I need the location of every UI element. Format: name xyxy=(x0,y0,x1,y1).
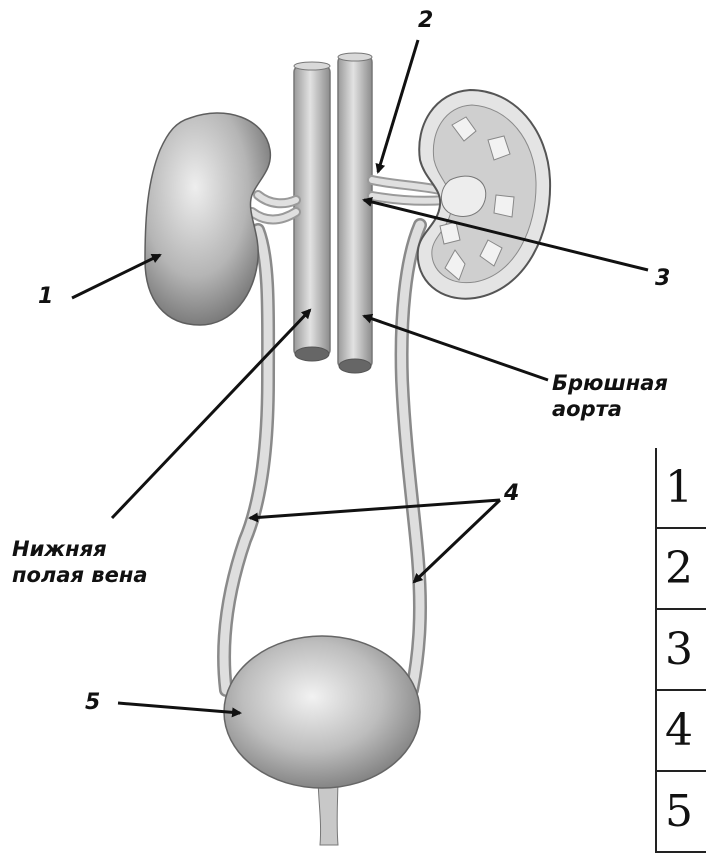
aorta-caption: Брюшная аорта xyxy=(552,370,668,422)
vena-cava-caption-line-2: полая вена xyxy=(12,562,148,588)
answer-row-number: 3 xyxy=(656,609,706,690)
answer-row: 4 xyxy=(656,690,706,771)
label-1: 1 xyxy=(38,286,53,308)
answer-row-number: 1 xyxy=(656,448,706,528)
aorta-caption-line-1: Брюшная xyxy=(552,370,668,396)
answer-table: 1 2 3 4 5 xyxy=(655,448,706,853)
aorta-caption-line-2: аорта xyxy=(552,396,668,422)
vena-cava-caption-line-1: Нижняя xyxy=(12,536,148,562)
answer-row: 2 xyxy=(656,528,706,609)
answer-row-number: 5 xyxy=(656,771,706,852)
label-4: 4 xyxy=(504,483,519,505)
vena-cava-caption: Нижняя полая вена xyxy=(12,536,148,588)
answer-row: 3 xyxy=(656,609,706,690)
answer-row-number: 2 xyxy=(656,528,706,609)
abdominal-aorta xyxy=(338,53,372,373)
answer-row: 1 xyxy=(656,448,706,528)
urinary-bladder xyxy=(224,636,420,845)
label-3: 3 xyxy=(655,268,670,290)
answer-row: 5 xyxy=(656,771,706,852)
left-kidney xyxy=(145,113,270,325)
answer-row-number: 4 xyxy=(656,690,706,771)
label-2: 2 xyxy=(418,10,433,32)
label-5: 5 xyxy=(85,692,100,714)
